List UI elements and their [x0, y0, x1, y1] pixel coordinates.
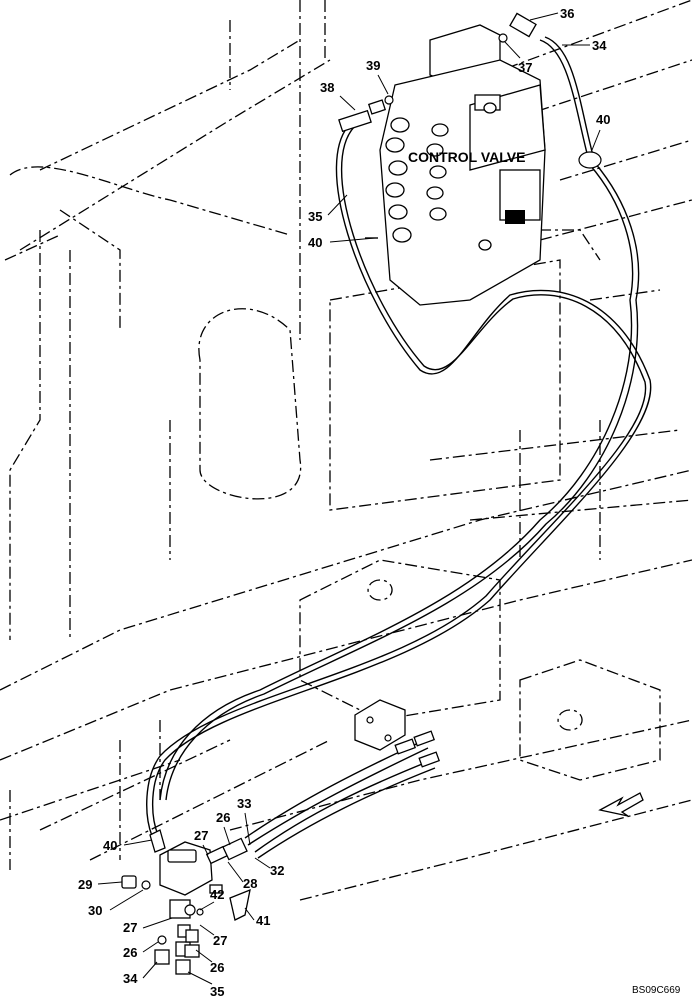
- callout-33: 33: [237, 796, 251, 811]
- callout-27-low: 27: [123, 920, 137, 935]
- arrow-icon: [598, 792, 644, 817]
- callout-42: 42: [210, 887, 224, 902]
- callout-40: 40: [596, 112, 610, 127]
- callout-34-low: 34: [123, 971, 138, 986]
- callout-36: 36: [560, 6, 574, 21]
- callout-41: 41: [256, 913, 270, 928]
- callout-26-right: 26: [210, 960, 224, 975]
- fittings-upper: [338, 12, 602, 239]
- callout-30: 30: [88, 903, 102, 918]
- callout-35: 35: [308, 209, 322, 224]
- callout-27-mid: 27: [213, 933, 227, 948]
- callout-32: 32: [270, 863, 284, 878]
- control-valve-label: CONTROL VALVE: [408, 149, 525, 165]
- callout-39: 39: [366, 58, 380, 73]
- callout-28: 28: [243, 876, 257, 891]
- callout-38: 38: [320, 80, 334, 95]
- drawing-code: BS09C669: [632, 985, 681, 996]
- callout-35-low: 35: [210, 984, 224, 999]
- callout-26: 26: [216, 810, 230, 825]
- hoses-32-33: [244, 739, 436, 859]
- callout-34: 34: [592, 38, 607, 53]
- callout-40-pilot: 40: [103, 838, 117, 853]
- valve-spools: [385, 102, 497, 251]
- callout-27: 27: [194, 828, 208, 843]
- callout-26-low: 26: [123, 945, 137, 960]
- callout-labels: 36 34 37 39 38 40 35 40 33 26 27 40 32 2…: [78, 6, 610, 999]
- callout-37: 37: [518, 60, 532, 75]
- callout-29: 29: [78, 877, 92, 892]
- callout-40-lower: 40: [308, 235, 322, 250]
- hose-35: [146, 121, 652, 837]
- junction-block: [354, 699, 441, 768]
- pilot-valve-assembly: [121, 829, 251, 975]
